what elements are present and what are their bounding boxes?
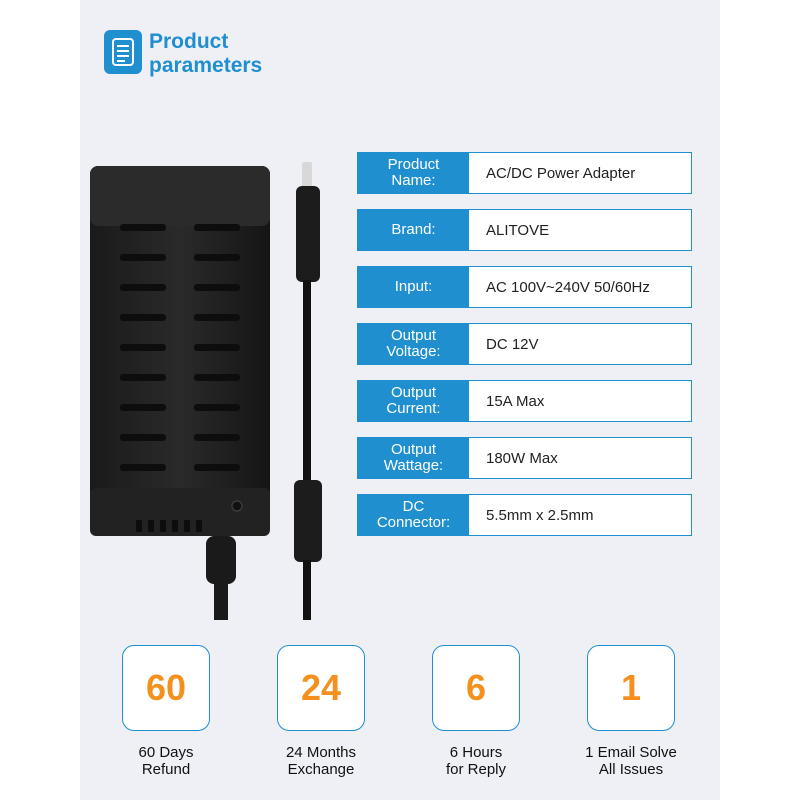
spec-value: ALITOVE [486, 221, 550, 239]
spec-label: Output Current: [358, 381, 469, 421]
spec-label: Product Name: [358, 153, 469, 193]
badge-exchange-caption: 24 Months Exchange [285, 744, 357, 778]
spec-value: 5.5mm x 2.5mm [486, 506, 594, 524]
spec-value: AC/DC Power Adapter [486, 164, 636, 182]
spec-row-dc-connector: DC Connector: 5.5mm x 2.5mm [357, 494, 692, 536]
spec-label: Brand: [358, 210, 469, 250]
power-adapter-image [90, 162, 322, 620]
badge-exchange: 24 [277, 645, 365, 731]
spec-row-output-voltage: Output Voltage: DC 12V [357, 323, 692, 365]
spec-value: DC 12V [486, 335, 539, 353]
spec-label: DC Connector: [358, 495, 469, 535]
badge-reply-caption: 6 Hours for Reply [445, 744, 507, 778]
spec-row-output-wattage: Output Wattage: 180W Max [357, 437, 692, 479]
spec-row-output-current: Output Current: 15A Max [357, 380, 692, 422]
document-icon [104, 30, 142, 74]
page-title-line1: Product [149, 30, 229, 53]
badge-refund-caption: 60 Days Refund [138, 744, 194, 778]
spec-value: 180W Max [486, 449, 558, 467]
spec-label: Output Voltage: [358, 324, 469, 364]
spec-row-input: Input: AC 100V~240V 50/60Hz [357, 266, 692, 308]
badge-reply: 6 [432, 645, 520, 731]
spec-row-brand: Brand: ALITOVE [357, 209, 692, 251]
spec-label: Input: [358, 267, 469, 307]
spec-row-product-name: Product Name: AC/DC Power Adapter [357, 152, 692, 194]
badge-email: 1 [587, 645, 675, 731]
spec-label: Output Wattage: [358, 438, 469, 478]
badge-refund: 60 [122, 645, 210, 731]
page-title: Product parameters [149, 30, 369, 78]
spec-value: 15A Max [486, 392, 545, 410]
badge-email-caption: 1 Email Solve All Issues [585, 744, 677, 778]
spec-value: AC 100V~240V 50/60Hz [486, 278, 650, 296]
page-title-line2: parameters [149, 54, 263, 77]
